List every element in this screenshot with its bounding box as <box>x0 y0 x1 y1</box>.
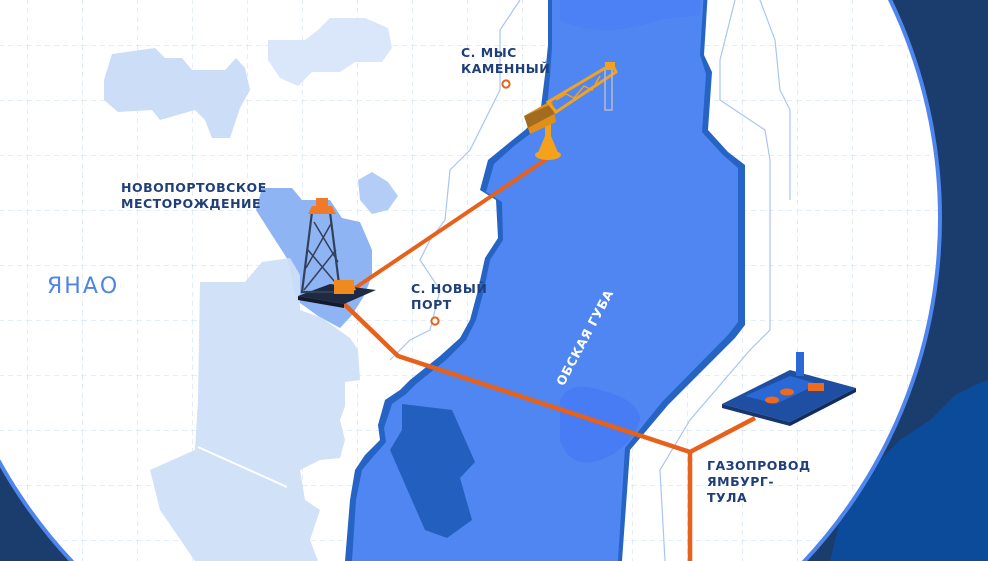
land-blob-northeast <box>268 18 392 86</box>
coast-contour-west <box>389 0 521 361</box>
place-label-novy-port: С. НОВЫЙ ПОРТ <box>411 281 487 313</box>
oilfield-label: НОВОПОРТОВСКОЕ МЕСТОРОЖДЕНИЕ <box>121 180 267 212</box>
pipeline-label-line3: ТУЛА <box>707 490 748 505</box>
gas-plant-icon <box>722 352 856 426</box>
place-label-line2: ПОРТ <box>411 297 452 312</box>
water-deep-patch <box>560 0 700 30</box>
pipeline-label-line2: ЯМБУРГ- <box>707 474 775 489</box>
oilfield-label-line2: МЕСТОРОЖДЕНИЕ <box>121 196 262 211</box>
water-island <box>390 404 475 538</box>
region-label-yanao: ЯНАО <box>47 274 120 299</box>
pipeline-to-crane <box>353 156 550 290</box>
coast-contour-east2 <box>759 0 791 200</box>
place-label-line1: С. НОВЫЙ <box>411 281 488 296</box>
pipeline-label: ГАЗОПРОВОД ЯМБУРГ- ТУЛА <box>707 458 811 506</box>
land-west-yamal <box>150 258 360 561</box>
place-label-line1: С. МЫС <box>461 45 517 60</box>
pipeline-label-line1: ГАЗОПРОВОД <box>707 458 811 473</box>
pipeline-route <box>338 298 757 455</box>
land-blob-north <box>104 48 250 138</box>
oil-derrick-icon <box>298 198 376 308</box>
place-label-line2: КАМЕННЫЙ <box>461 61 551 76</box>
settlement-marker-icon <box>430 316 440 326</box>
port-crane-icon <box>524 61 618 160</box>
place-label-mys-kamenny: С. МЫС КАМЕННЫЙ <box>461 45 550 77</box>
settlement-marker-icon <box>501 79 511 89</box>
oilfield-label-line1: НОВОПОРТОВСКОЕ <box>121 180 267 195</box>
border-line <box>197 446 288 488</box>
outer-landmass <box>830 380 988 561</box>
land-blob-east <box>358 172 398 214</box>
